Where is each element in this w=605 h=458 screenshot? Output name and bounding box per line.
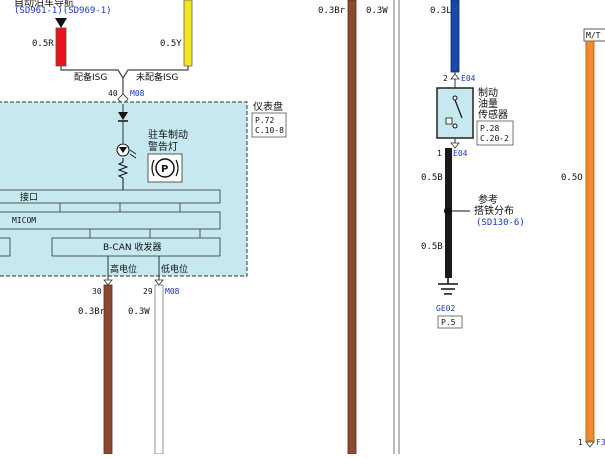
cluster-ref-box (251, 112, 287, 138)
wire-blue-top-label: 0.3L (430, 6, 452, 16)
splice-name: 搭铁分布 (474, 204, 514, 217)
cluster-grid-ref: C.10-8 (255, 126, 284, 135)
micom-label: MICOM (12, 216, 36, 225)
high-label: 高电位 (110, 263, 137, 275)
switch-blade (454, 99, 463, 119)
resistor-icon (117, 158, 129, 190)
brake-warning-p: P (161, 164, 168, 175)
wire-orange-label: 0.5O (561, 173, 583, 183)
sensor-name-2: 油量 (478, 97, 498, 110)
brake-warning-icon (155, 158, 175, 178)
mt-label: M/T (586, 31, 601, 40)
sensor-connector-bottom: E04 (453, 149, 468, 158)
split-right-label: 未配备ISG (136, 71, 178, 83)
ground-page-ref: P.5 (441, 318, 456, 327)
lamp-led-triangle (119, 147, 127, 153)
sensor-connector-top: E04 (461, 74, 476, 83)
wire-black-mid-label: 0.5B (421, 173, 443, 183)
mt-box (583, 28, 605, 42)
splice-ref: (SD130-6) (476, 218, 525, 228)
mt-connector: F3 (596, 438, 605, 447)
diode-icon (118, 112, 128, 120)
connector-chevron-low (154, 279, 164, 286)
sensor-name-1: 制动 (478, 86, 498, 99)
split-left-label: 配备ISG (74, 71, 107, 83)
arrow-down-icon (55, 18, 67, 28)
interface-block (0, 189, 221, 204)
cluster-page-ref: P.72 (255, 116, 274, 125)
sensor-page-ref: P.28 (480, 124, 499, 133)
left-block (0, 237, 11, 257)
cluster-name: 仪表盘 (253, 100, 283, 113)
ground-ref-box (437, 315, 463, 329)
splice-dot-icon (444, 207, 452, 215)
low-label: 低电位 (161, 263, 188, 275)
sensor-pin-top: 2 (443, 74, 448, 83)
top-ref-codes: (SD961-1)(SD969-1) (14, 6, 112, 16)
sensor-pin-bottom: 1 (437, 149, 442, 158)
wire-brown-top-label: 0.3Br (318, 6, 346, 16)
wire-white-bottom (154, 284, 164, 455)
wire-yellow-label: 0.5Y (160, 39, 182, 49)
brake-arc-left (151, 159, 155, 177)
lamp-ray-1 (129, 149, 137, 155)
wire-yellow (183, 0, 193, 67)
wire-orange (585, 40, 595, 442)
lamp-ray-2 (129, 153, 137, 159)
cluster-pin-low: 29 (143, 287, 153, 296)
switch-contact-bottom (452, 123, 458, 129)
sensor-ref-box (476, 120, 514, 146)
wire-brown-bottom (103, 284, 113, 455)
split-line-left (60, 66, 124, 79)
wire-blue-top (450, 0, 460, 73)
wire-black-low-label: 0.5B (421, 242, 443, 252)
mt-pin: 1 (578, 438, 583, 447)
sensor-grid-ref: C.20-2 (480, 134, 509, 143)
switch-float (445, 117, 453, 125)
wire-brown-bottom-label: 0.3Br (78, 307, 106, 317)
cluster-pin-top: 40 (108, 89, 118, 98)
bcan-label: B-CAN 收发器 (103, 241, 161, 253)
cluster-pin-high: 30 (92, 287, 102, 296)
sensor-name-3: 传感器 (478, 108, 508, 121)
split-line-right (122, 66, 189, 79)
interface-label: 接口 (20, 191, 38, 203)
connector-chevron-high (103, 279, 113, 286)
top-ref-text: 自动泊车导航 (14, 0, 74, 9)
wire-red (55, 27, 67, 67)
cluster-connector-top: M08 (130, 89, 145, 98)
wire-red-label: 0.5R (32, 39, 54, 49)
mt-chevron (585, 441, 595, 448)
wire-white-top-label: 0.3W (366, 6, 388, 16)
lamp-label-1: 驻车制动 (148, 128, 188, 141)
sensor-chevron-top (450, 73, 460, 80)
sensor-chevron-bottom (450, 142, 460, 149)
lamp-label-2: 警告灯 (148, 140, 178, 153)
wire-brown-top (347, 0, 357, 455)
cluster-connector-bottom: M08 (165, 287, 180, 296)
switch-contact-top (452, 95, 458, 101)
ground-name: GE02 (436, 304, 455, 313)
brake-arc-right (175, 159, 179, 177)
splice-ref-label: 参考 (478, 193, 498, 206)
bcan-block (51, 237, 221, 257)
micom-block (0, 211, 221, 230)
wire-white-bottom-label: 0.3W (128, 307, 150, 317)
